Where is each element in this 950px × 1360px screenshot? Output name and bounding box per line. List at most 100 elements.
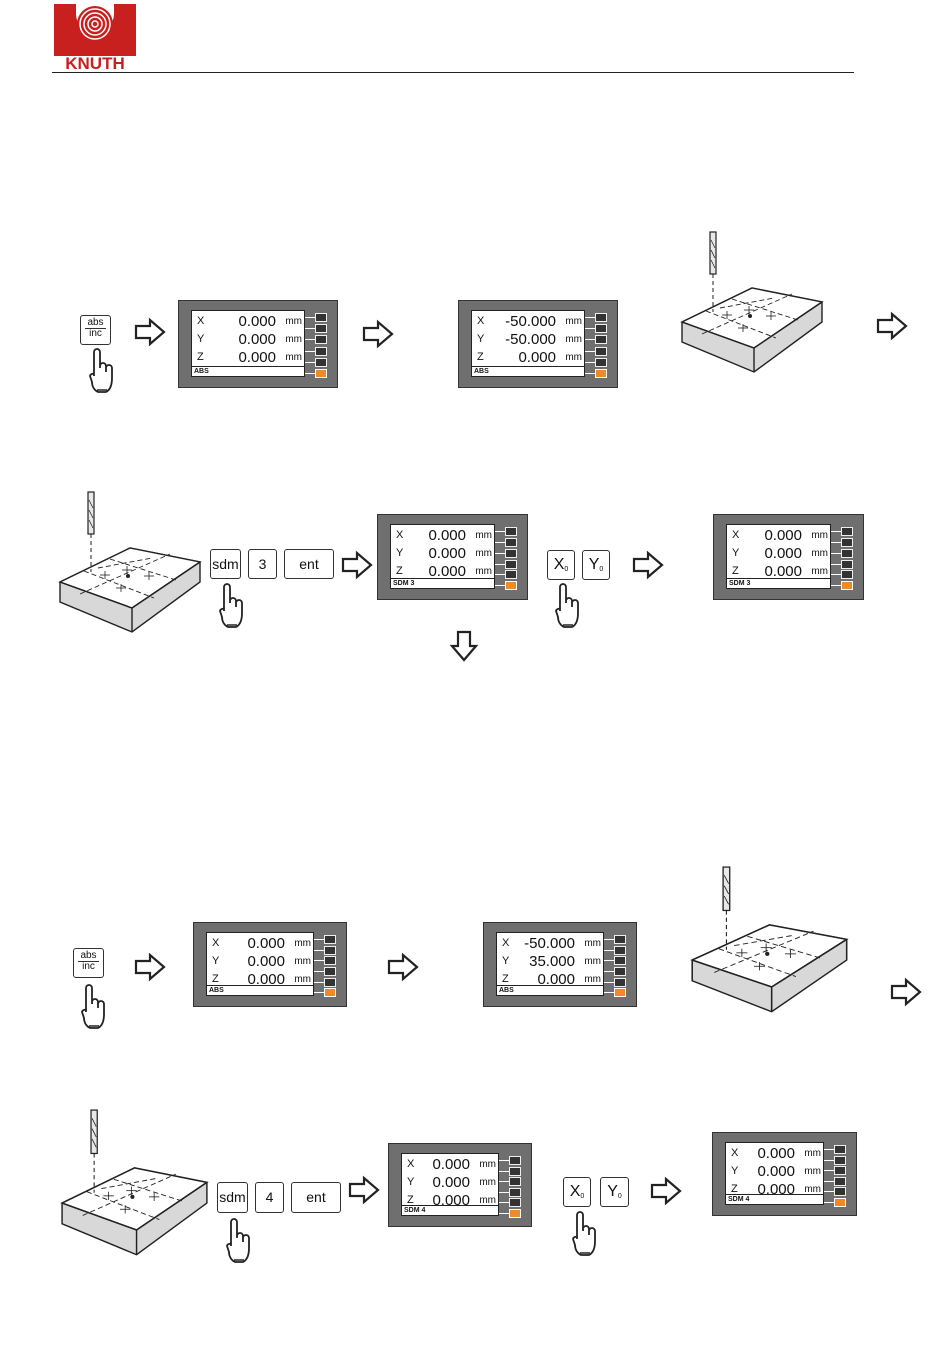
orange-indicator-led bbox=[315, 368, 327, 378]
indicator-led bbox=[834, 1166, 846, 1175]
unit-label: mm bbox=[811, 566, 828, 577]
sdm-key[interactable]: sdm bbox=[217, 1182, 248, 1213]
unit-label: mm bbox=[584, 956, 601, 967]
axis-label: Z bbox=[731, 1183, 738, 1195]
axis-label: X bbox=[197, 315, 205, 327]
unit-label: mm bbox=[285, 352, 302, 363]
connector-line bbox=[314, 949, 324, 951]
axis-value: 0.000 bbox=[764, 545, 802, 562]
axis-label: X bbox=[477, 315, 485, 327]
indicator-led bbox=[505, 537, 517, 547]
indicator-led bbox=[324, 967, 336, 976]
arrow-down-icon bbox=[449, 630, 479, 662]
indicator-led bbox=[614, 935, 626, 944]
axis-value: 0.000 bbox=[247, 935, 285, 952]
connector-line bbox=[499, 1212, 509, 1214]
indicator-led bbox=[509, 1156, 521, 1165]
axis-label: X bbox=[212, 937, 220, 949]
orange-indicator-led bbox=[614, 988, 626, 998]
axis-label: Z bbox=[407, 1194, 414, 1206]
indicator-led bbox=[315, 357, 327, 367]
axis-label: Z bbox=[197, 351, 204, 363]
unit-label: mm bbox=[565, 334, 582, 345]
connector-line bbox=[585, 328, 595, 330]
connector-line bbox=[831, 574, 841, 576]
arrow-right-icon bbox=[348, 1175, 380, 1205]
arrow-right-icon bbox=[134, 317, 166, 347]
axis-value: 0.000 bbox=[537, 971, 575, 988]
axis-label: Y bbox=[407, 1176, 415, 1188]
workpiece-tool-illustration bbox=[680, 231, 824, 373]
ent-key[interactable]: ent bbox=[291, 1182, 341, 1213]
x0-key[interactable]: X0 bbox=[563, 1177, 591, 1207]
indicator-led bbox=[614, 977, 626, 987]
x0-key[interactable]: X0 bbox=[547, 550, 575, 580]
axis-value: 0.000 bbox=[238, 349, 276, 366]
y0-key[interactable]: Y0 bbox=[600, 1177, 629, 1207]
axis-value: 0.000 bbox=[432, 1156, 470, 1173]
dro-indicator-column bbox=[509, 1156, 521, 1219]
axis-value: -50.000 bbox=[505, 313, 556, 330]
axis-label: Y bbox=[732, 547, 740, 559]
axis-label: Z bbox=[502, 973, 509, 985]
workpiece-tool-illustration bbox=[60, 1109, 209, 1256]
unit-label: mm bbox=[804, 1166, 821, 1177]
connector-line bbox=[604, 971, 614, 972]
unit-label: mm bbox=[804, 1148, 821, 1159]
arrow-right-icon bbox=[876, 311, 908, 341]
arrow-right-icon bbox=[632, 550, 664, 580]
axis-value: 0.000 bbox=[432, 1192, 470, 1209]
sdm-key[interactable]: sdm bbox=[210, 549, 241, 579]
axis-label: Z bbox=[212, 973, 219, 985]
indicator-led bbox=[324, 956, 336, 966]
logo-text: KNUTH bbox=[65, 54, 125, 73]
number-3-key[interactable]: 3 bbox=[248, 549, 277, 579]
indicator-led bbox=[834, 1187, 846, 1196]
axis-label: Y bbox=[731, 1165, 739, 1177]
axis-value: 0.000 bbox=[238, 313, 276, 330]
orange-indicator-led bbox=[841, 581, 853, 591]
unit-label: mm bbox=[811, 530, 828, 541]
orange-indicator-led bbox=[509, 1208, 521, 1218]
indicator-led bbox=[315, 324, 327, 334]
dro-indicator-column bbox=[841, 527, 853, 592]
orange-indicator-led bbox=[834, 1197, 846, 1207]
connector-line bbox=[305, 339, 315, 341]
connector-line bbox=[499, 1202, 509, 1203]
arrow-right-icon bbox=[387, 952, 419, 982]
ent-key[interactable]: ent bbox=[284, 549, 334, 579]
arrow-right-icon bbox=[362, 319, 394, 349]
connector-line bbox=[305, 317, 315, 318]
indicator-led bbox=[595, 357, 607, 367]
connector-line bbox=[585, 361, 595, 363]
indicator-led bbox=[595, 346, 607, 356]
axis-value: 0.000 bbox=[238, 331, 276, 348]
arrow-right-icon bbox=[650, 1176, 682, 1206]
unit-label: mm bbox=[294, 956, 311, 967]
connector-line bbox=[604, 949, 614, 951]
orange-indicator-led bbox=[595, 368, 607, 378]
dro-indicator-column bbox=[505, 527, 517, 592]
number-4-key[interactable]: 4 bbox=[255, 1182, 284, 1213]
indicator-led bbox=[505, 548, 517, 558]
connector-line bbox=[585, 350, 595, 352]
y0-key[interactable]: Y0 bbox=[582, 550, 610, 580]
unit-label: mm bbox=[565, 316, 582, 327]
connector-line bbox=[314, 971, 324, 972]
unit-label: mm bbox=[479, 1159, 496, 1170]
dro-mode-label: SDM 4 bbox=[726, 1194, 823, 1204]
connector-line bbox=[495, 585, 505, 587]
axis-value: 0.000 bbox=[518, 349, 556, 366]
